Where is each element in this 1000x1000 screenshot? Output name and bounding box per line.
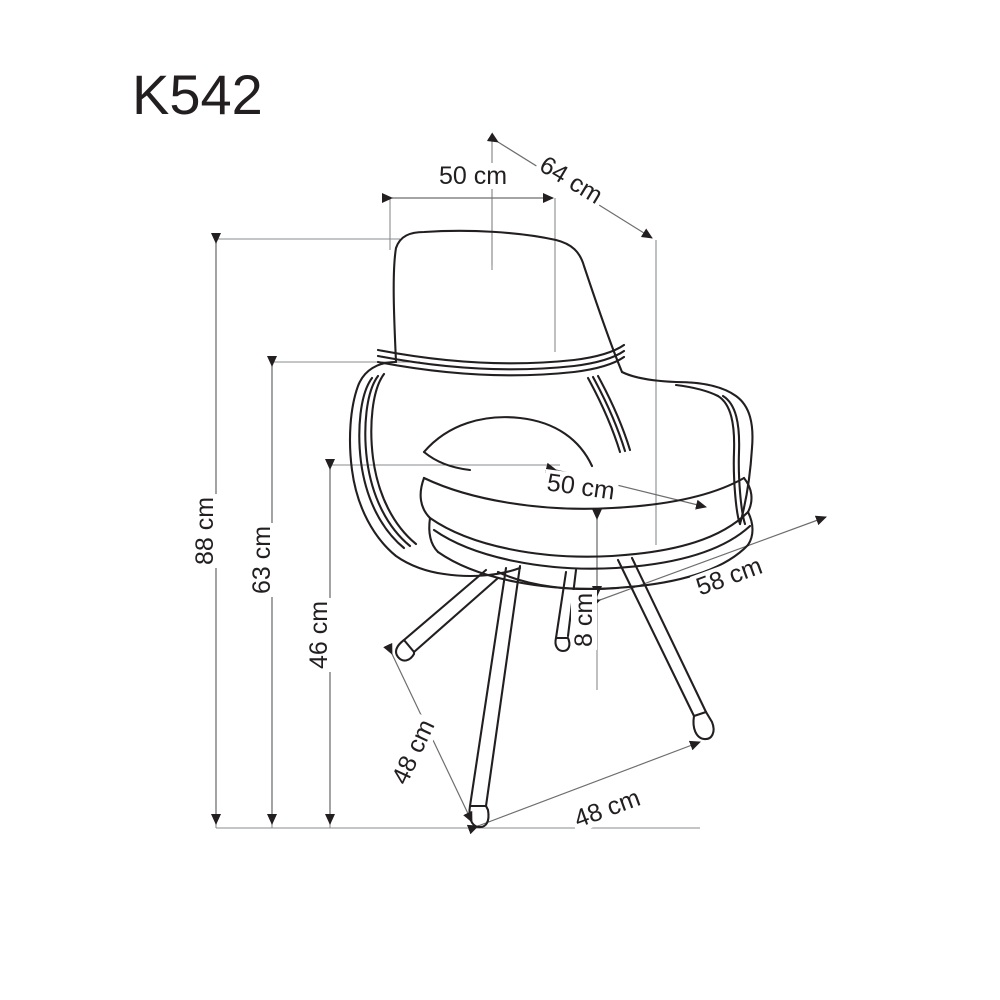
page-title: K542	[132, 63, 263, 126]
dimension-label-arm-height-total: 63 cm	[248, 522, 276, 597]
dimension-label-overall-height: 88 cm	[191, 493, 219, 568]
dimension-label-seat-thickness: 8 cm	[570, 589, 598, 650]
dimension-label-armrest-height: 46 cm	[305, 597, 333, 672]
chair-outline	[348, 229, 754, 829]
extension-lines	[215, 140, 700, 829]
dimension-label-seat-back-width: 50 cm	[436, 163, 511, 189]
